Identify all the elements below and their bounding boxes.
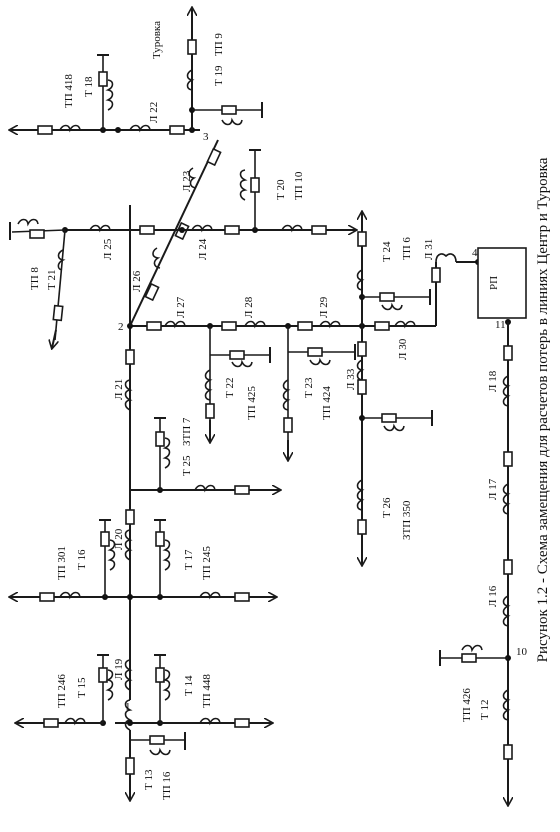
line-label: Л 33 bbox=[345, 368, 357, 390]
substation-label: ТП 301 bbox=[56, 546, 68, 580]
line-label: Л 23 bbox=[181, 170, 193, 192]
line-label: Л 22 bbox=[148, 102, 160, 123]
line-label: Л 25 bbox=[102, 238, 114, 260]
line-label: Л 30 bbox=[397, 338, 409, 360]
substation-label: ТП 425 bbox=[246, 386, 258, 420]
bus-node-3 bbox=[10, 8, 263, 134]
line-label: Л 27 bbox=[175, 296, 187, 318]
node-label: 4 bbox=[472, 247, 478, 259]
bus-t25 bbox=[130, 417, 280, 494]
transformer-label: Т 24 bbox=[381, 241, 393, 262]
line-label: Л 17 bbox=[487, 478, 499, 500]
transformer-label: Т 18 bbox=[83, 76, 95, 97]
node-dot bbox=[127, 720, 133, 726]
transformer-t13 bbox=[130, 732, 186, 756]
line-label: Л 29 bbox=[318, 296, 330, 318]
transformer-label: Т 22 bbox=[224, 378, 236, 398]
node-label: 1 bbox=[125, 701, 131, 713]
transformer-t15 bbox=[97, 654, 114, 723]
transformer-label: Т 14 bbox=[183, 675, 195, 696]
transformer-label: Т 21 bbox=[46, 270, 58, 290]
transformer-label: Т 25 bbox=[181, 455, 193, 476]
branch-l24-l25 bbox=[9, 149, 356, 348]
substation-label: ТП 424 bbox=[321, 386, 333, 420]
inductor-icon bbox=[124, 699, 133, 731]
node-label: 2 bbox=[118, 321, 124, 333]
transformer-label: Т 12 bbox=[479, 700, 491, 720]
transformer-label: Т 23 bbox=[303, 377, 315, 398]
inductor-icon bbox=[124, 659, 133, 691]
line-label: Л 24 bbox=[197, 238, 209, 260]
substation-rp bbox=[477, 247, 527, 319]
line-label: Л 19 bbox=[113, 658, 125, 680]
branch-l33 bbox=[356, 326, 433, 565]
substation-label: ТП 9 bbox=[213, 33, 225, 56]
substation-label: ТП 245 bbox=[201, 546, 213, 580]
transformer-label: Т 20 bbox=[275, 179, 287, 200]
substation-label: ЗТП 350 bbox=[401, 500, 413, 540]
transformer-label: Т 16 bbox=[76, 549, 88, 570]
line-label: Л 20 bbox=[113, 528, 125, 550]
transformer-label: Т 19 bbox=[213, 65, 225, 86]
substation-label: ТП 16 bbox=[161, 771, 173, 800]
right-feeder bbox=[439, 319, 512, 805]
transformer-t24 bbox=[356, 212, 431, 326]
transformer-t14 bbox=[154, 654, 171, 723]
substation-label: ТП 6 bbox=[401, 237, 413, 260]
caption: Рисунок 1.2 - Схема замещения для расчет… bbox=[535, 157, 551, 662]
line-label: Л 26 bbox=[131, 270, 143, 292]
substation-label: ТП 418 bbox=[63, 74, 75, 108]
line-label: Л 16 bbox=[487, 585, 499, 607]
node-label: 10 bbox=[516, 646, 528, 658]
transformer-t23 bbox=[282, 326, 356, 460]
node-label: 3 bbox=[203, 131, 209, 143]
substation-label: ТП 8 bbox=[29, 267, 41, 290]
substation-label: ТП 10 bbox=[293, 171, 305, 200]
bus-node-2 bbox=[127, 268, 437, 331]
substation-label: ТП 246 bbox=[56, 674, 68, 708]
transformer-label: Т 17 bbox=[183, 549, 195, 570]
resistor-icon bbox=[125, 757, 135, 775]
line-label: Л 21 bbox=[113, 379, 125, 400]
transformer-label: Т 13 bbox=[143, 769, 155, 790]
line-label: Л 31 bbox=[423, 239, 435, 260]
transformer-label: Т 15 bbox=[76, 677, 88, 698]
line-label: Л 28 bbox=[243, 296, 255, 318]
bus-t16-t17 bbox=[10, 519, 276, 601]
transformer-label: Т 26 bbox=[381, 497, 393, 518]
line-label: Л 18 bbox=[487, 370, 499, 392]
substation-label: ЗТП 7 bbox=[181, 417, 193, 446]
main-feeder bbox=[124, 205, 135, 800]
substation-label: ТП 448 bbox=[201, 674, 213, 708]
bus-node-1 bbox=[16, 717, 272, 728]
node-label: 11 bbox=[495, 319, 506, 331]
substation-label: ТП 426 bbox=[461, 688, 473, 722]
labels: Рисунок 1.2 - Схема замещения для расчет… bbox=[29, 21, 551, 800]
rp-label: РП bbox=[488, 276, 500, 290]
turovka-label: Туровка bbox=[151, 21, 163, 59]
transformer-t22 bbox=[204, 326, 271, 442]
